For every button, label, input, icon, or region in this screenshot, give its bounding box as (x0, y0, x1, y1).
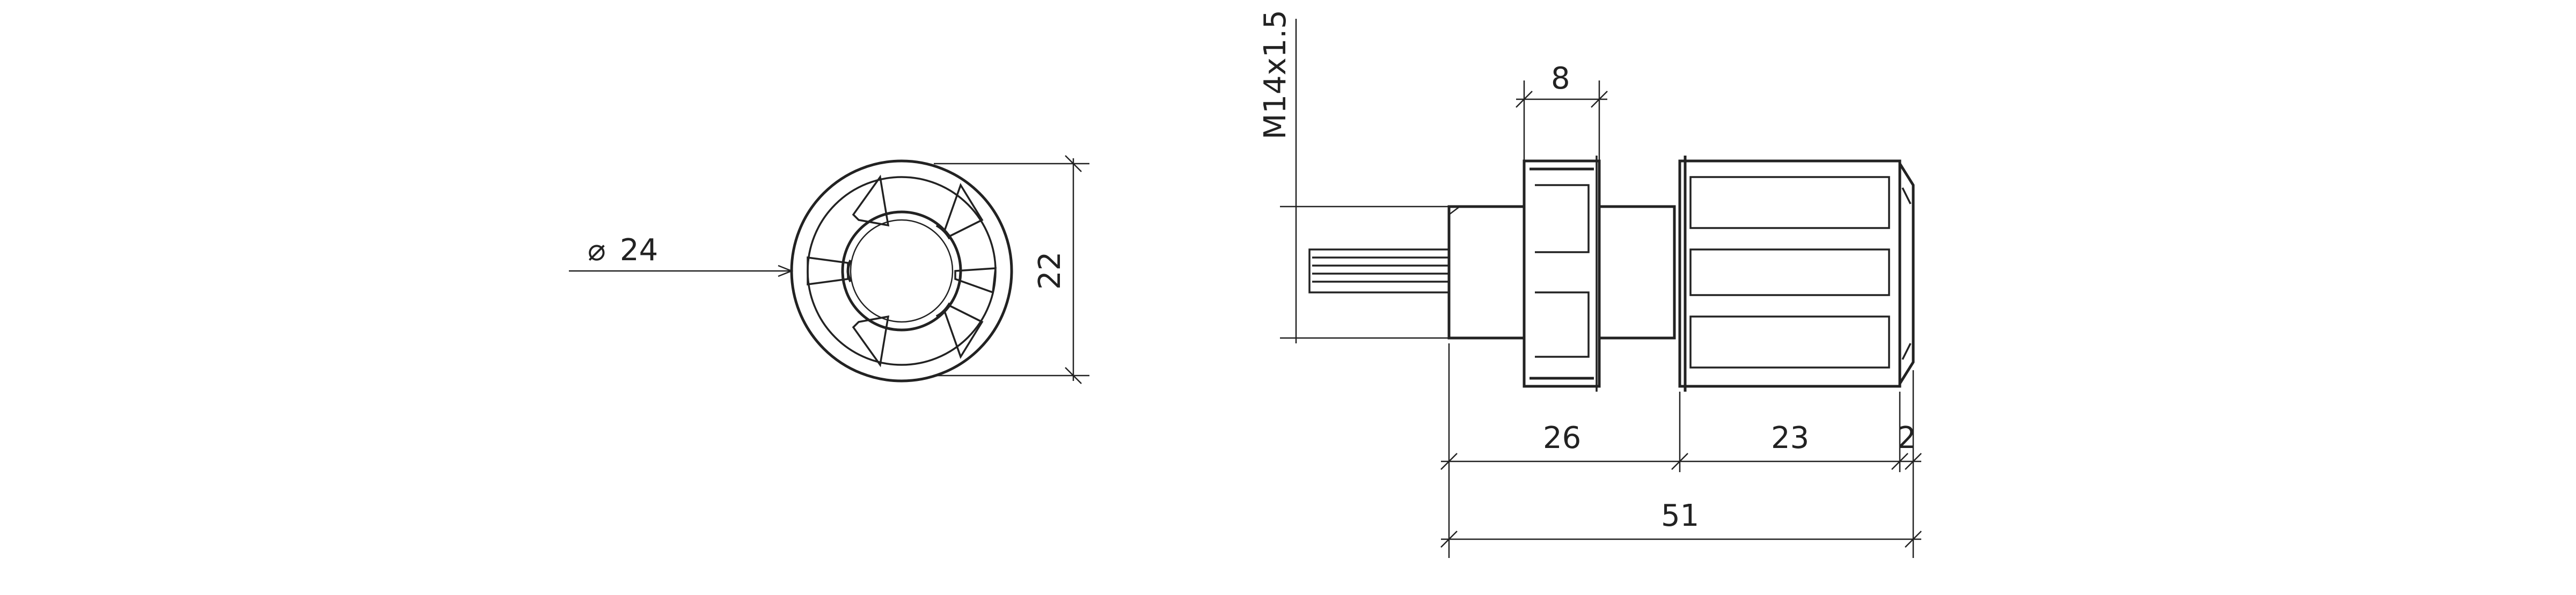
blade-5 (852, 315, 890, 368)
flange-width-label: 8 (1551, 61, 1570, 96)
diameter-symbol: ⌀ (588, 233, 606, 268)
end-view-outer-rim (790, 159, 1013, 383)
neck (1598, 205, 1676, 340)
drum-rib-middle (1689, 248, 1890, 296)
length-23-label: 23 (1771, 421, 1809, 456)
flange-tick-left (1516, 91, 1533, 108)
flange-tick-right (1591, 91, 1608, 108)
shaft-body (1308, 248, 1450, 293)
length-26-label: 26 (1543, 421, 1581, 456)
end-cap-chamfer (1901, 187, 1912, 360)
end-view: ⌀ 24 22 (569, 155, 1089, 384)
blade-3 (954, 267, 997, 294)
diameter-label: 24 (620, 233, 658, 268)
blade-6 (807, 256, 849, 285)
tick-26-left (1440, 453, 1458, 470)
tick-51-left (1440, 531, 1458, 548)
blade-2 (943, 182, 984, 238)
height-tick-bottom (1065, 367, 1082, 384)
notch-2 (935, 302, 952, 318)
tick-26-right (1671, 453, 1688, 470)
length-2-label: 2 (1897, 421, 1916, 456)
drum-rib-bottom (1689, 315, 1890, 369)
thread-body-chamfer (1448, 206, 1460, 215)
flange (1523, 156, 1601, 392)
end-view-notches (846, 224, 952, 318)
drum-outline (1678, 159, 1901, 388)
end-view-blades (807, 174, 997, 368)
thread-body (1447, 205, 1526, 340)
thread-label: M14x1.5 (1258, 10, 1293, 139)
height-tick-top (1065, 155, 1082, 172)
end-cap (1898, 163, 1915, 385)
end-cap-outline (1898, 163, 1915, 385)
drum (1678, 156, 1901, 392)
tick-23-right (1891, 453, 1908, 470)
tick-2-right (1905, 453, 1922, 470)
notch-3 (846, 259, 852, 283)
blade-1 (852, 174, 890, 227)
blade-4 (943, 304, 984, 359)
end-view-hub-inner (850, 219, 954, 323)
drum-rib-top (1689, 176, 1890, 229)
tick-51-right (1905, 531, 1922, 548)
flange-rib-lower (1535, 291, 1590, 358)
notch-1 (935, 224, 952, 240)
thread-body-outline (1447, 205, 1526, 340)
threaded-shaft (1308, 248, 1450, 293)
flange-rib-upper (1535, 184, 1590, 253)
height-label: 22 (1033, 252, 1067, 290)
diameter-arrow (778, 265, 794, 277)
side-view: M14x1.5 (1258, 10, 1922, 558)
total-length-label: 51 (1661, 498, 1699, 533)
